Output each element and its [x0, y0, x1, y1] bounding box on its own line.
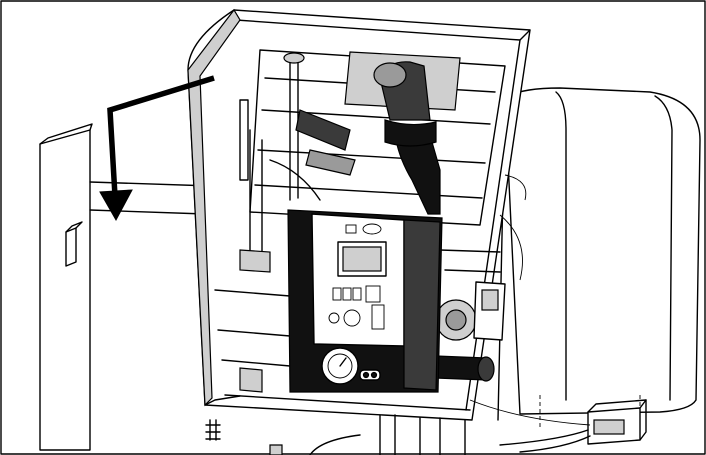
control-panel	[287, 209, 443, 393]
temperature-knob	[343, 309, 361, 327]
cables	[469, 174, 591, 426]
selector-knob	[328, 312, 340, 324]
bottom-fittings	[205, 414, 466, 455]
pump-assembly	[435, 249, 506, 382]
camera-icon	[345, 224, 357, 234]
gas-pipe-assembly	[239, 52, 356, 273]
lower-chassis	[214, 289, 471, 411]
water-tank	[497, 87, 701, 430]
tank-connector-box	[499, 399, 647, 453]
rotation-arrow-icon	[99, 75, 215, 222]
mounting-rail	[89, 181, 213, 215]
flue-pipe	[373, 61, 441, 215]
wall-bracket	[39, 123, 93, 451]
